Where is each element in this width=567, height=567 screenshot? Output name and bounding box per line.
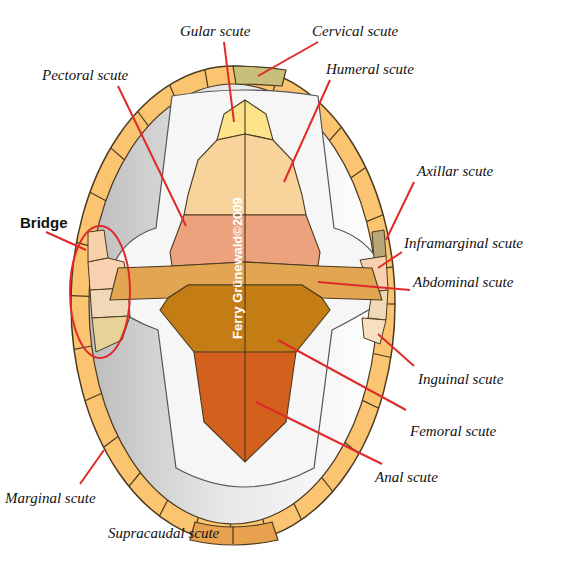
marginal-divider [351, 168, 366, 178]
marginal-divider [362, 400, 378, 408]
marginal-divider [322, 477, 333, 491]
part-label: Supracaudal scute [108, 524, 219, 542]
marginal-divider [294, 503, 302, 519]
marginal-divider [85, 394, 101, 401]
marginal-divider [90, 192, 106, 200]
part-label: Gular scute [180, 22, 250, 40]
marginal-divider [111, 148, 125, 160]
watermark: Ferry Grünewald©2009 [229, 197, 247, 339]
marginal-divider [329, 127, 341, 140]
part-label: Cervical scute [312, 22, 398, 40]
marginal-divider [138, 112, 149, 127]
marginal-divider [104, 436, 118, 447]
marginal-ring [71, 66, 395, 542]
marginal-divider [160, 500, 168, 516]
part-label: Axillar scute [417, 162, 493, 180]
part-label: Inframarginal scute [404, 234, 523, 252]
marginal-divider [373, 354, 391, 358]
marginal-divider [205, 70, 208, 88]
part-label: Humeral scute [326, 60, 414, 78]
part-label: Pectoral scute [42, 66, 128, 84]
part-label: Inguinal scute [418, 370, 503, 388]
marginal-divider [71, 295, 89, 297]
part-label: Bridge [20, 214, 68, 232]
part-label: Marginal scute [5, 489, 96, 507]
marginal-divider [367, 215, 384, 222]
part-label: Abdominal scute [413, 273, 513, 291]
part-label: Femoral scute [410, 422, 496, 440]
part-label: Anal scute [375, 468, 438, 486]
marginal-divider [129, 473, 141, 487]
